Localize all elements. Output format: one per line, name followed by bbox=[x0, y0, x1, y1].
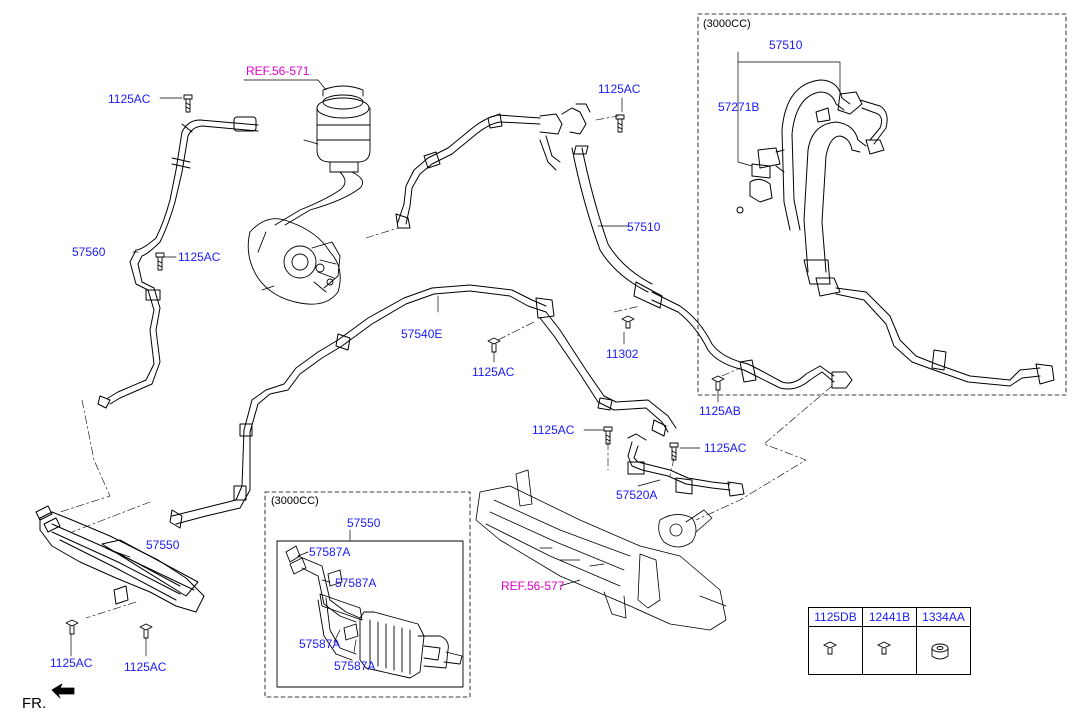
hose-57510 bbox=[395, 103, 853, 390]
part-label-57550[interactable]: 57550 bbox=[146, 538, 180, 552]
bolt-icon bbox=[65, 619, 79, 635]
fr-arrow-icon bbox=[51, 683, 75, 699]
bolt-icon bbox=[621, 315, 635, 329]
bolt-icon bbox=[183, 94, 193, 113]
legend-cell-bolt bbox=[862, 626, 917, 675]
ref-label-bottom[interactable]: REF.56-577 bbox=[501, 579, 565, 593]
part-label-57550[interactable]: 57550 bbox=[347, 516, 381, 530]
hose-57510-3000cc bbox=[736, 79, 1055, 387]
leader-lines bbox=[70, 51, 841, 657]
part-label-57520a[interactable]: 57520A bbox=[616, 488, 658, 502]
part-label-57510[interactable]: 57510 bbox=[769, 38, 803, 52]
part-label-1125ac[interactable]: 1125AC bbox=[50, 656, 93, 670]
hose-57560 bbox=[97, 116, 259, 409]
part-label-57587a[interactable]: 57587A bbox=[299, 637, 341, 651]
box-57550-inner bbox=[276, 540, 464, 688]
legend-cell-bolt bbox=[808, 626, 863, 675]
part-label-1125ac[interactable]: 1125AC bbox=[472, 365, 515, 379]
part-label-1125ac[interactable]: 1125AC bbox=[108, 92, 151, 106]
legend-header-12441b[interactable]: 12441B bbox=[862, 607, 917, 627]
legend-cell-nut bbox=[916, 626, 971, 675]
box-3000cc-bottom bbox=[264, 491, 471, 698]
part-label-57560[interactable]: 57560 bbox=[72, 245, 106, 259]
part-label-57587a[interactable]: 57587A bbox=[309, 545, 351, 559]
steering-gear-assembly bbox=[475, 469, 727, 631]
part-label-1125ab[interactable]: 1125AB bbox=[699, 404, 741, 418]
part-label-1125ac[interactable]: 1125AC bbox=[532, 423, 575, 437]
part-label-1125ac[interactable]: 1125AC bbox=[124, 660, 167, 674]
bolt-icon bbox=[669, 442, 679, 461]
legend-header-1125db[interactable]: 1125DB bbox=[808, 607, 863, 627]
legend-table: 1125DB 12441B 1334AA bbox=[808, 607, 971, 675]
part-label-57271b[interactable]: 57271B bbox=[718, 100, 760, 114]
cooler-57550-left bbox=[35, 505, 205, 613]
box-right-title: (3000CC) bbox=[703, 18, 751, 30]
part-label-57540e[interactable]: 57540E bbox=[401, 327, 443, 341]
bolt-icon bbox=[603, 426, 613, 445]
front-direction-label: FR. bbox=[22, 695, 47, 712]
bolt-icon bbox=[615, 114, 625, 133]
bolt-icon bbox=[711, 375, 725, 391]
part-label-1125ac[interactable]: 1125AC bbox=[704, 441, 747, 455]
hose-57540e bbox=[169, 284, 677, 529]
hose-57520a bbox=[627, 433, 745, 497]
bolt-icons bbox=[65, 94, 725, 639]
connection-lines bbox=[59, 115, 833, 619]
part-label-57587a[interactable]: 57587A bbox=[335, 576, 377, 590]
bolt-icon bbox=[155, 252, 165, 271]
reservoir-pump-assembly bbox=[247, 85, 371, 305]
part-label-11302[interactable]: 11302 bbox=[606, 347, 639, 361]
box-3000cc-right bbox=[697, 13, 1067, 396]
part-label-1125ac[interactable]: 1125AC bbox=[598, 82, 641, 96]
box-bottom-title: (3000CC) bbox=[271, 495, 319, 507]
bolt-icon bbox=[139, 623, 153, 639]
part-label-57510[interactable]: 57510 bbox=[627, 220, 661, 234]
part-label-57587a[interactable]: 57587A bbox=[334, 659, 376, 673]
legend-header-1334aa[interactable]: 1334AA bbox=[916, 607, 971, 627]
ref-label-top[interactable]: REF.56-571 bbox=[246, 64, 310, 78]
cooler-57550-box bbox=[285, 545, 463, 679]
part-label-1125ac[interactable]: 1125AC bbox=[178, 250, 221, 264]
